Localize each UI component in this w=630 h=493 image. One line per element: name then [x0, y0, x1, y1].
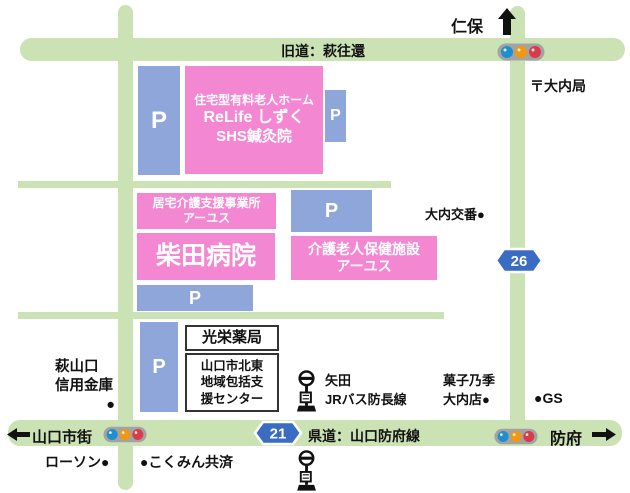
- shien-center-line1: 山口市北東: [200, 359, 264, 374]
- traffic-light-icon: [497, 43, 545, 61]
- building-relife: 住宅型有料老人ホーム ReLife しずく SHS鍼灸院: [185, 66, 323, 174]
- building-kaigo-shisetsu: 介護老人保健施設 アーユス: [291, 236, 437, 280]
- road-side-upper: [18, 181, 391, 188]
- bus-stop-line2: JRバス防長線: [325, 391, 407, 407]
- kyotaku-line1: 居宅介護支援事業所: [152, 196, 261, 210]
- building-shien-center: 山口市北東 地域包括支 援センター: [185, 353, 279, 412]
- parking-middle: P: [291, 190, 372, 232]
- direction-west-label: 山口市街: [32, 429, 93, 446]
- shibata-hospital-name: 柴田病院: [155, 241, 256, 270]
- route-badge-21-number: 21: [270, 426, 287, 443]
- kaigo-line2: アーユス: [336, 258, 392, 274]
- shien-center-line3: 援センター: [200, 391, 264, 406]
- route-badge-26: 26: [494, 247, 544, 274]
- pref-road-label: 県道：山口防府線: [308, 428, 420, 444]
- parking-label: P: [152, 355, 166, 378]
- koei-pharmacy-name: 光栄薬局: [201, 329, 262, 347]
- direction-east-label: 防府: [550, 431, 583, 448]
- bank-dot: ●: [106, 396, 115, 413]
- lawson-label: ローソン●: [45, 454, 110, 470]
- parking-label: P: [150, 106, 167, 134]
- parking-label: P: [324, 199, 339, 222]
- building-koei-pharmacy: 光栄薬局: [185, 325, 279, 351]
- shien-center-line2: 地域包括支: [200, 375, 264, 390]
- gas-station-label: ●GS: [534, 390, 563, 406]
- building-relife-line2: ReLife しずく: [203, 109, 305, 127]
- building-shibata-hospital: 柴田病院: [137, 233, 275, 280]
- road-old-hagi: [20, 38, 625, 61]
- route-badge-26-number: 26: [511, 253, 528, 270]
- bank-label: 萩山口 信用金庫 ●: [55, 358, 115, 415]
- bank-line1: 萩山口: [55, 359, 99, 375]
- road-side-lower: [18, 312, 444, 319]
- direction-north-label: 仁保: [451, 19, 484, 36]
- confectionery-line2: 大内店●: [443, 391, 490, 407]
- old-road-label: 旧道：萩往還: [281, 43, 365, 59]
- building-kyotaku-jigyosho: 居宅介護支援事業所 アーユス: [137, 193, 276, 229]
- police-box-label: 大内交番●: [425, 207, 485, 222]
- confectionery-label: 菓子乃季 大内店●: [443, 372, 495, 410]
- kokumin-kyosai-label: ●こくみん共済: [140, 454, 234, 470]
- traffic-light-icon: [103, 426, 147, 443]
- bus-stop-icon: [297, 450, 316, 491]
- parking-label: P: [330, 107, 341, 124]
- building-relife-line3: SHS鍼灸院: [216, 128, 292, 146]
- arrow-right-icon: [592, 428, 616, 441]
- parking-label: P: [188, 287, 201, 308]
- parking-hospital-south: P: [137, 285, 253, 311]
- kyotaku-line2: アーユス: [182, 211, 231, 225]
- traffic-light-icon: [494, 428, 538, 445]
- arrow-up-icon: [498, 8, 516, 35]
- bank-line2: 信用金庫: [55, 377, 113, 394]
- road-vertical-right: [510, 6, 525, 434]
- parking-pharmacy: P: [140, 322, 178, 412]
- bus-stop-line1: 矢田: [325, 373, 352, 388]
- parking-relife-west: P: [138, 66, 180, 175]
- confectionery-line1: 菓子乃季: [443, 373, 496, 388]
- road-vertical-left: [118, 5, 133, 490]
- arrow-left-icon: [7, 428, 30, 441]
- bus-stop-label: 矢田 JRバス防長線: [325, 372, 407, 410]
- kaigo-line1: 介護老人保健施設: [308, 240, 420, 257]
- bus-stop-icon: [296, 370, 317, 412]
- route-badge-21: 21: [253, 420, 303, 446]
- building-relife-line1: 住宅型有料老人ホーム: [194, 93, 314, 108]
- post-office-label: 〒大内局: [530, 78, 586, 94]
- parking-relife-east: P: [325, 90, 346, 142]
